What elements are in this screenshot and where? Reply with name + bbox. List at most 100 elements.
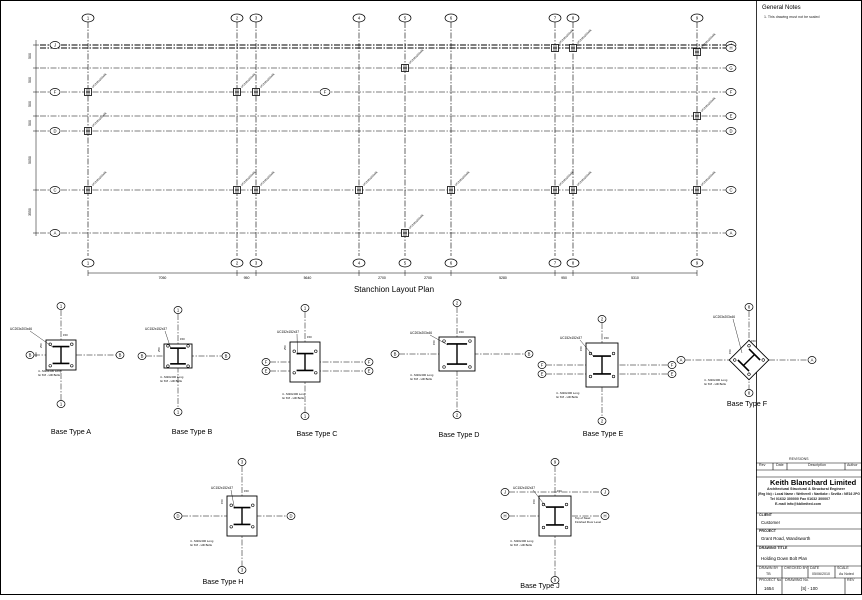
base-f-bolt-2 bbox=[733, 358, 737, 362]
base-c-bolt-note-2: Gr 8.8 - HD Bolts bbox=[282, 396, 305, 400]
grid-bubble-right-D-label: D bbox=[729, 129, 732, 134]
base-c-bubble-left2-label: E bbox=[265, 369, 268, 374]
base-j-plate-group bbox=[538, 495, 572, 537]
stanchion-label-17: UC203x203x46 bbox=[408, 213, 425, 230]
grid-bubble-bottom-5-label: 5 bbox=[404, 261, 407, 266]
grid-bubble-left-1 bbox=[49, 88, 61, 96]
base-e-bubble-right bbox=[667, 361, 677, 369]
drawn-by-label: DRAWN BY bbox=[759, 566, 779, 570]
base-j-bolt-note-2: Gr 8.8 - HD Bolts bbox=[510, 543, 533, 547]
base-c-bubble-right-label: F bbox=[368, 360, 371, 365]
base-a-dim-3: 600 bbox=[34, 352, 38, 357]
base-d-bolt-2 bbox=[442, 365, 446, 369]
base-f-bubble-left-label: A bbox=[680, 358, 683, 363]
grid-bubble-right-D bbox=[725, 127, 737, 135]
grid-bubble-right-G-label: G bbox=[729, 66, 732, 71]
base-h-bolt-1 bbox=[251, 503, 255, 507]
base-b-bubble-bottom-label: 1 bbox=[177, 410, 180, 415]
grid-bubble-top-9 bbox=[690, 13, 704, 23]
base-e-bubble-bottom-label: 2 bbox=[601, 419, 604, 424]
grid-bubble-bottom-7 bbox=[548, 258, 562, 268]
base-f-dim-1: 150 bbox=[751, 339, 756, 343]
base-a-bubble-right-label: B bbox=[119, 353, 122, 358]
grid-bubble-bottom-3 bbox=[249, 258, 263, 268]
grid-bubble-top-3-label: 3 bbox=[255, 16, 258, 21]
grid-bubble-left-0-label: J bbox=[54, 43, 56, 48]
base-e-bubble-top-label: 2 bbox=[601, 317, 604, 322]
rev-label: REV bbox=[847, 578, 855, 582]
grid-bubble-top-5-label: 5 bbox=[404, 16, 407, 21]
base-a-bubble-top bbox=[56, 302, 66, 310]
base-a-bubble-top-label: 1 bbox=[60, 304, 63, 309]
stanchion-label-3: UC203x203x46 bbox=[408, 48, 425, 65]
base-a-section-leader bbox=[29, 330, 54, 348]
grid-bubble-top-8-label: 8 bbox=[572, 16, 575, 21]
stanchion-label-13: UC203x203x46 bbox=[454, 170, 471, 187]
base-e-title: Base Type E bbox=[583, 429, 624, 438]
rev-header-date: Date bbox=[776, 463, 784, 467]
base-c-bolt-note-1: 4 - M20x300 Long bbox=[282, 392, 306, 396]
date-label: DATE bbox=[810, 566, 820, 570]
base-d-dim-1: 150 bbox=[459, 330, 464, 334]
grid-bubble-mid-F bbox=[319, 88, 331, 96]
base-c-bubble-left2 bbox=[261, 367, 271, 375]
row-dim-4: 5050 bbox=[28, 156, 32, 164]
base-c-bolt-0 bbox=[292, 349, 296, 353]
grid-bubble-top-7 bbox=[548, 13, 562, 23]
base-e-bolt-2 bbox=[588, 374, 593, 379]
base-e-bolt-note-1: 4 - M20x300 Long bbox=[556, 391, 580, 395]
stanchion-layout-plan: 112233445566778899JHGFEDCAFJFDCA50050050… bbox=[28, 13, 737, 280]
grid-bubble-top-5 bbox=[398, 13, 412, 23]
base-d-bolt-note-2: Gr 8.8 - HD Bolts bbox=[410, 377, 433, 381]
base-e-section-label: UC152x152x37 bbox=[560, 336, 582, 340]
grid-bubble-bottom-5 bbox=[398, 258, 412, 268]
base-d-bubble-left bbox=[390, 350, 400, 358]
col-dim-6: 950 bbox=[561, 276, 567, 280]
base-f-bubble-bottom-label: 8 bbox=[748, 391, 751, 396]
base-e-dim-1: 150 bbox=[604, 336, 609, 340]
rev-header-author: Author bbox=[847, 463, 858, 467]
base-h-dim-2: 150 bbox=[220, 499, 224, 504]
revisions-tag: REVISIONS bbox=[789, 457, 809, 461]
grid-bubble-top-9-label: 9 bbox=[696, 16, 699, 21]
base-h-plate-group bbox=[226, 495, 258, 537]
grid-bubble-right-A-label: A bbox=[730, 231, 733, 236]
base-d-title: Base Type D bbox=[438, 430, 479, 439]
grid-bubble-top-3 bbox=[249, 13, 263, 23]
base-f-bubble-bottom bbox=[744, 389, 754, 397]
base-e-bubble-top bbox=[597, 315, 607, 323]
stanchion-label-4: UC203x203x46 bbox=[91, 72, 108, 89]
base-c-bubble-right2-label: E bbox=[368, 369, 371, 374]
base-b-bolt-note-2: Gr 8.8 - HD Bolts bbox=[160, 379, 183, 383]
base-b-bubble-left-label: B bbox=[141, 354, 144, 359]
grid-bubble-bottom-4-label: 4 bbox=[358, 261, 361, 266]
base-b-plate-group bbox=[163, 343, 193, 369]
base-d-dim-2: 150 bbox=[432, 340, 436, 345]
base-c-bubble-left-label: F bbox=[265, 360, 268, 365]
grid-bubble-left-3 bbox=[49, 186, 61, 194]
grid-bubble-top-1-label: 1 bbox=[87, 16, 90, 21]
base-d-bolt-1 bbox=[468, 339, 472, 343]
base-b-bubble-top-label: 1 bbox=[177, 308, 180, 313]
project-label: PROJECT bbox=[759, 529, 776, 533]
project-no-value: 1654 bbox=[764, 586, 774, 591]
base-d-plate-group bbox=[438, 336, 476, 372]
grid-bubble-bottom-8-label: 8 bbox=[572, 261, 575, 266]
base-b-bubble-left bbox=[137, 352, 147, 360]
base-f-bolt-3 bbox=[747, 372, 751, 376]
base-e-plate-group bbox=[585, 342, 619, 388]
grid-bubble-top-2 bbox=[230, 13, 244, 23]
base-j-bubble-top-label: 9 bbox=[554, 460, 557, 465]
stanchion-label-2: UC203x203x46 bbox=[700, 32, 717, 49]
base-h-bubble-left-label: D bbox=[176, 514, 179, 519]
row-dim-3: 500 bbox=[28, 120, 32, 126]
base-b-bolt-note-1: 4 - M20x300 Long bbox=[160, 375, 184, 379]
base-j-bolt-1 bbox=[564, 502, 569, 507]
base-c-bubble-left bbox=[261, 358, 271, 366]
base-h-bolt-0 bbox=[229, 503, 233, 507]
base-c-dim-2: 250 bbox=[283, 345, 287, 350]
